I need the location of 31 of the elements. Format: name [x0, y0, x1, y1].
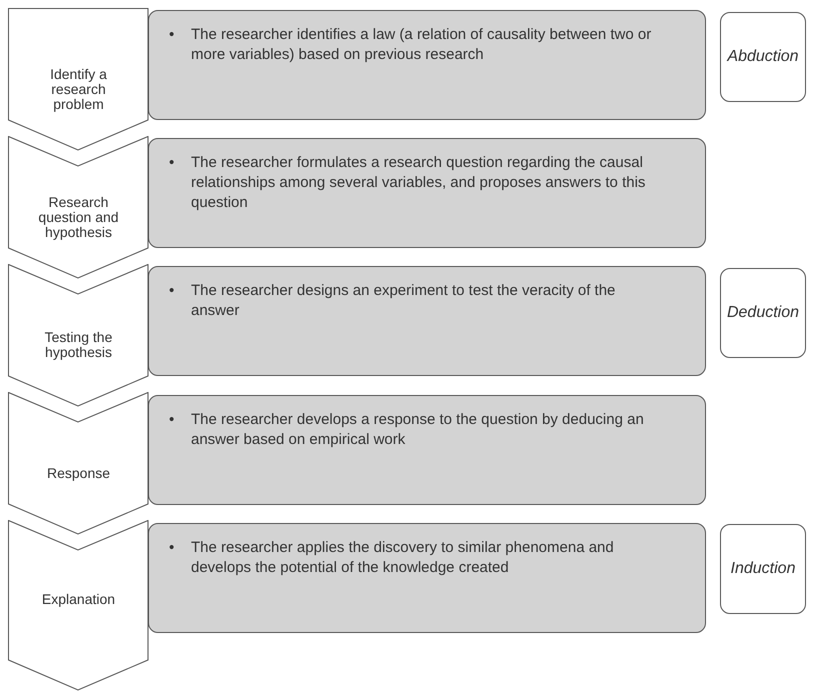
description-panel: [148, 10, 706, 120]
chevron-step: [8, 520, 149, 691]
bullet-marker: •: [169, 25, 174, 45]
step-label: Research question and hypothesis: [37, 194, 120, 240]
bullet-marker: •: [169, 281, 174, 301]
reasoning-box: [720, 268, 806, 358]
description-text: The researcher designs an experiment to test the veracity of the answer: [191, 281, 616, 321]
description-panel: [148, 395, 706, 505]
description-panel: [148, 523, 706, 633]
reasoning-label: Abduction: [727, 48, 799, 66]
description-text: The researcher identifies a law (a relation of causality between two or more variables) based on previous research: [191, 25, 652, 65]
description-text: The researcher applies the discovery to similar phenomena and develops the potential of the knowledge created: [191, 538, 615, 578]
description-text: The researcher develops a response to the question by deducing an answer based on empirical work: [191, 410, 645, 450]
chevron-step: [8, 8, 149, 151]
chevron-step: [8, 264, 149, 407]
step-label: Explanation: [40, 592, 116, 606]
reasoning-box: [720, 12, 806, 102]
bullet-marker: •: [169, 153, 174, 173]
bullet-marker: •: [169, 538, 174, 558]
description-panel: [148, 266, 706, 376]
description-text: The researcher formulates a research question regarding the causal relationships among several variables, and proposes answers to this question: [191, 153, 646, 213]
reasoning-label: Induction: [730, 560, 796, 578]
chevron-step: [8, 136, 149, 279]
chevron-step: [8, 392, 149, 535]
bullet-marker: •: [169, 410, 174, 430]
step-label: Testing the hypothesis: [44, 330, 114, 360]
step-label: Response: [46, 466, 112, 480]
step-label: Identify a research problem: [49, 66, 108, 112]
description-panel: [148, 138, 706, 248]
reasoning-box: [720, 524, 806, 614]
reasoning-label: Deduction: [726, 304, 800, 322]
